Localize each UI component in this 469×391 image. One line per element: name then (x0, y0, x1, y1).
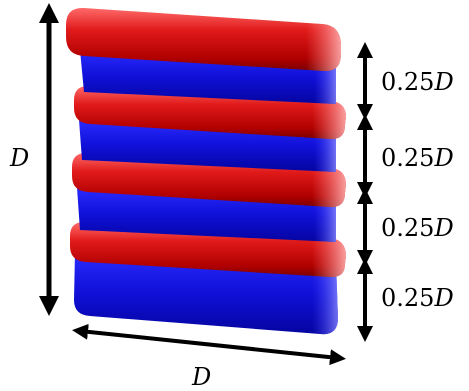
blue-band-3-cap (314, 198, 336, 242)
blue-band-2-cap (314, 129, 336, 172)
width-arrow (72, 323, 346, 366)
red-band-4-cap (312, 237, 346, 278)
blue-band-4-cap (312, 262, 338, 335)
segment-label-4: 0.25D (381, 284, 454, 312)
red-band-2-cap (312, 100, 346, 140)
segment-label-1: 0.25D (381, 68, 454, 96)
red-band-1 (66, 7, 341, 72)
blue-band-1-cap (314, 61, 336, 104)
width-label: D (191, 363, 211, 391)
height-label: D (9, 144, 29, 172)
red-band-1-cap (306, 23, 341, 72)
red-band-3-cap (312, 167, 346, 208)
segment-label-2: 0.25D (381, 144, 454, 172)
segment-label-3: 0.25D (381, 214, 454, 242)
band-1 (66, 7, 341, 104)
